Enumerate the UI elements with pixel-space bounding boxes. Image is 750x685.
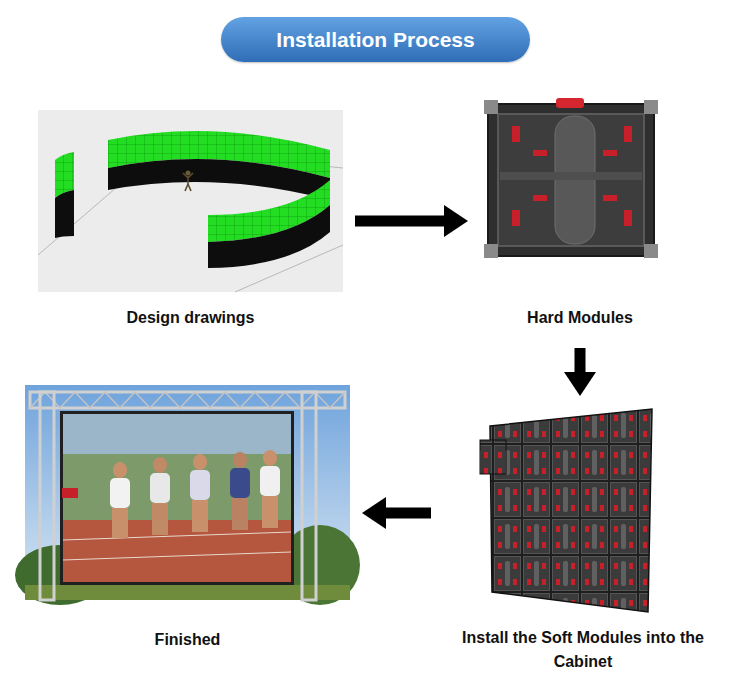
cabinet-wall	[490, 409, 652, 612]
arrow-shaft	[575, 348, 586, 374]
red-part	[533, 150, 547, 156]
runner-shirt	[230, 468, 250, 498]
runners	[110, 450, 280, 538]
arrow-head	[362, 497, 386, 529]
screen-crowd	[63, 414, 291, 582]
red-part	[603, 195, 617, 201]
picture-step: Design drawings	[38, 110, 343, 336]
person-body	[183, 173, 193, 191]
arrow-head	[444, 205, 468, 237]
red-part	[603, 150, 617, 156]
runner-head	[233, 452, 247, 468]
picture-step: Hard Modules	[480, 97, 680, 336]
title-pill: Installation Process	[221, 17, 530, 62]
step-caption: Design drawings	[38, 306, 343, 330]
person-head	[186, 171, 191, 176]
cabinet-inner	[498, 114, 644, 246]
led-screen-frame	[60, 411, 294, 585]
person-figure	[183, 171, 193, 192]
led-wall-black	[55, 190, 74, 238]
runner-shirt	[260, 466, 280, 496]
design-drawing	[38, 110, 343, 292]
cross-bar	[500, 172, 642, 180]
runner-head	[113, 462, 127, 478]
cabinet-frame	[488, 104, 654, 256]
step-caption: Install the Soft Modules into the Cabine…	[443, 626, 723, 674]
runner-legs	[192, 500, 208, 532]
led-wall-black	[108, 159, 330, 200]
runner-shirt	[110, 478, 130, 508]
picture-step: Install the Soft Modules into the Cabine…	[443, 408, 723, 680]
hard-module-picture	[484, 98, 658, 258]
runner-legs	[232, 498, 248, 530]
arrow-head	[564, 372, 596, 396]
arrow-shaft	[384, 508, 431, 519]
runner-head	[153, 457, 167, 473]
screen-background	[63, 414, 291, 454]
arrow-shaft	[355, 216, 446, 227]
cabinet-wall-picture	[480, 409, 652, 612]
picture-step: Finished	[25, 385, 350, 658]
corner-lock	[484, 100, 498, 114]
drawing-ground	[38, 110, 343, 292]
led-wall-black	[208, 205, 330, 268]
sky	[25, 385, 350, 600]
runner-head	[193, 454, 207, 470]
left-tower	[40, 392, 54, 600]
red-latch	[624, 126, 632, 142]
corner-lock	[644, 244, 658, 258]
red-latch	[512, 126, 520, 142]
step-caption: Finished	[25, 628, 350, 652]
flow-arrow	[362, 497, 431, 529]
screen-track	[63, 520, 291, 582]
red-part	[533, 195, 547, 201]
finished-photo	[15, 385, 360, 605]
red-latch	[624, 210, 632, 226]
ground-lines	[38, 150, 343, 292]
corner-lock	[644, 100, 658, 114]
top-truss	[30, 392, 345, 408]
runner-shirt	[190, 470, 210, 500]
red-tent	[62, 488, 78, 498]
flow-arrow	[355, 205, 468, 237]
red-latch	[512, 210, 520, 226]
corner-lock	[484, 244, 498, 258]
runner-legs	[262, 496, 278, 528]
runner-legs	[112, 508, 128, 538]
truss-lattice	[30, 392, 345, 408]
runner-head	[263, 450, 277, 466]
red-handle	[556, 98, 584, 108]
flow-arrow	[564, 348, 596, 396]
runner-legs	[152, 503, 168, 535]
right-tower	[302, 392, 316, 600]
loose-cabinet	[480, 440, 506, 474]
track-lines	[63, 532, 291, 560]
runner-shirt	[150, 473, 170, 503]
title-text: Installation Process	[276, 17, 474, 62]
step-caption: Hard Modules	[480, 306, 680, 330]
